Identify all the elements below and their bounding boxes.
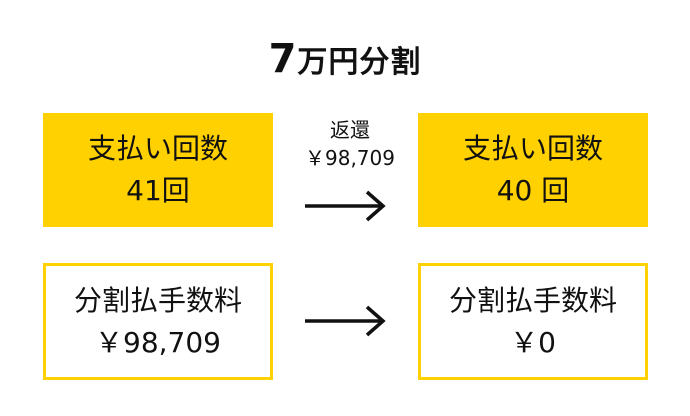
installments-before-label: 支払い回数 [87,132,228,165]
title-text: 万円分割 [297,45,422,80]
fee-before-value: ￥98,709 [95,325,221,359]
right-arrow-icon [305,190,386,222]
installments-after-value: 40 回 [496,174,570,207]
refund-amount: ￥98,709 [305,146,395,170]
installments-after-label: 支払い回数 [462,132,603,165]
title-number: 7 [268,36,298,82]
fee-before-label: 分割払手数料 [73,283,242,317]
installments-after-card: 支払い回数 40 回 [418,113,648,227]
installments-before-card: 支払い回数 41回 [43,113,273,227]
fee-after-value: ￥0 [510,325,556,359]
right-arrow-icon [305,305,386,337]
refund-note: 返還 ￥98,709 [285,116,415,172]
page-title: 7万円分割 [0,36,690,82]
installments-before-value: 41回 [126,174,190,207]
fee-before-card: 分割払手数料 ￥98,709 [43,263,273,380]
fee-after-card: 分割払手数料 ￥0 [418,263,648,380]
fee-after-label: 分割払手数料 [448,283,617,317]
refund-label: 返還 [330,118,370,142]
